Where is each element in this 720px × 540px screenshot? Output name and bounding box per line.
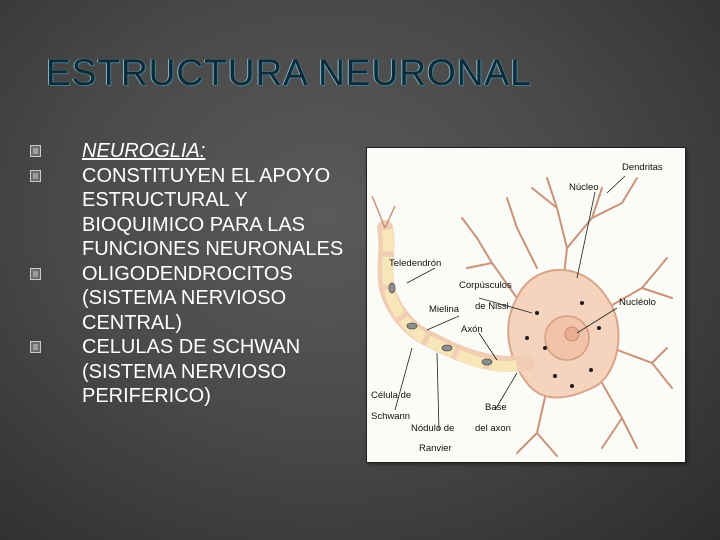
nucleolus-shape xyxy=(564,326,580,342)
bullet-item: CELULAS DE SCHWAN (SISTEMA NERVIOSO PERI… xyxy=(30,335,362,409)
label-celula-line2: Schwann xyxy=(371,411,410,422)
teledendron-drawing xyxy=(371,195,396,229)
square-bullet-icon xyxy=(30,341,41,353)
bullet-item: OLIGODENDROCITOS (SISTEMA NERVIOSO CENTR… xyxy=(30,262,362,336)
label-nodulo-line2: Ranvier xyxy=(419,443,452,454)
bullet-item: CONSTITUYEN EL APOYO ESTRUCTURAL Y BIOQU… xyxy=(30,164,362,262)
label-nucleolo: Nucléolo xyxy=(619,297,656,308)
bullet-list: NEUROGLIA: CONSTITUYEN EL APOYO ESTRUCTU… xyxy=(30,139,362,409)
label-nucleo: Núcleo xyxy=(569,182,599,193)
myelin-sheath xyxy=(381,228,518,373)
axon-shape xyxy=(377,220,535,372)
dendrites-drawing xyxy=(461,177,673,457)
square-bullet-icon xyxy=(30,267,41,280)
label-base-line1: Base xyxy=(485,402,507,413)
label-nodulo-line1: Nódulo de xyxy=(411,423,454,434)
label-mielina: Mielina xyxy=(429,304,460,315)
neuron-illustration: Dendritas Núcleo Teledendrón Corpúsculos… xyxy=(371,162,673,457)
bullet-heading: NEUROGLIA: xyxy=(82,140,206,162)
label-celula-line1: Célula de xyxy=(371,390,411,401)
bullet-text: CELULAS DE SCHWAN (SISTEMA NERVIOSO PERI… xyxy=(82,336,301,407)
label-corpusculos-line1: Corpúsculos xyxy=(459,280,512,291)
square-bullet-icon xyxy=(30,169,41,182)
label-corpusculos-line2: de Nissl xyxy=(475,301,509,312)
bullet-text: OLIGODENDROCITOS (SISTEMA NERVIOSO CENTR… xyxy=(82,262,293,334)
schwann-nuclei xyxy=(388,282,493,366)
bullet-item: NEUROGLIA: xyxy=(30,139,362,164)
neuron-diagram: Dendritas Núcleo Teledendrón Corpúsculos… xyxy=(367,148,685,462)
label-dendritas: Dendritas xyxy=(622,162,663,173)
label-base-line2: del axon xyxy=(475,423,511,434)
label-axon: Axón xyxy=(461,324,483,335)
nissl-bodies xyxy=(525,301,601,388)
label-leader-lines xyxy=(394,175,626,431)
bullet-text: CONSTITUYEN EL APOYO ESTRUCTURAL Y BIOQU… xyxy=(82,164,344,261)
slide-title: ESTRUCTURA NEURONAL xyxy=(46,52,532,93)
square-bullet-icon xyxy=(30,145,41,157)
label-teledendron: Teledendrón xyxy=(389,258,441,269)
